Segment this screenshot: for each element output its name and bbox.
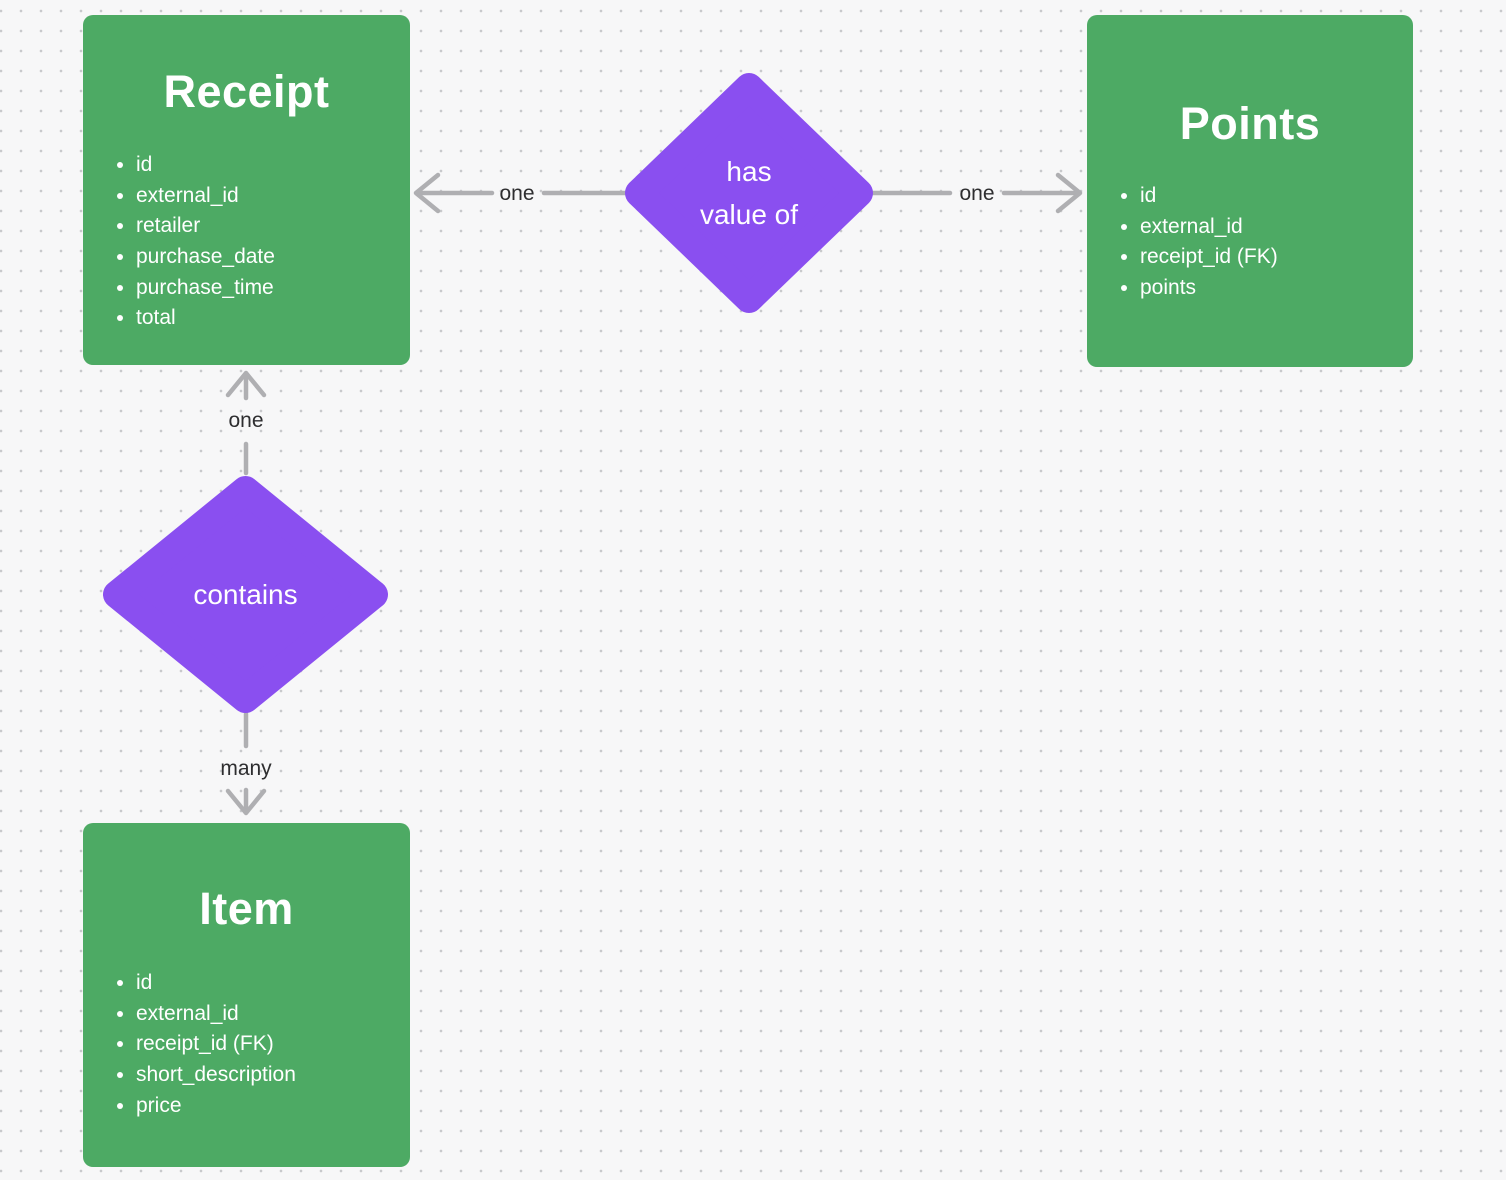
cardinality-label-left: one <box>499 182 535 205</box>
attribute-item: external_id <box>83 999 410 1030</box>
attribute-label: id <box>136 971 153 995</box>
relationship-label-line: value of <box>699 199 799 230</box>
attribute-label: external_id <box>136 183 239 207</box>
attribute-label: total <box>136 306 176 330</box>
diamond-shape <box>103 476 388 713</box>
attribute-item: receipt_id (FK) <box>83 1029 410 1060</box>
bullet-icon <box>1121 285 1127 292</box>
connector-contains-to-item <box>225 711 267 816</box>
bullet-icon <box>117 980 123 987</box>
relationship-label: has value of <box>625 73 873 313</box>
connector-contains-to-receipt <box>225 370 267 476</box>
entity-points[interactable]: Points id external_id receipt_id (FK) <box>1087 15 1413 367</box>
entity-title: Points <box>1179 98 1321 149</box>
entity-item[interactable]: Item id external_id receipt_id (FK) <box>83 823 410 1167</box>
attribute-list: id external_id receipt_id (FK) short_des… <box>83 968 410 1121</box>
cardinality-label-top: one <box>228 409 264 432</box>
bullet-icon <box>1121 223 1127 230</box>
attribute-item: price <box>83 1090 410 1121</box>
attribute-label: purchase_date <box>136 245 275 269</box>
entity-receipt[interactable]: Receipt id external_id retailer <box>83 15 410 365</box>
attribute-item: id <box>1087 181 1413 212</box>
attribute-item: external_id <box>1087 212 1413 243</box>
bullet-icon <box>117 1102 123 1109</box>
attribute-item: retailer <box>83 211 410 242</box>
attribute-label: id <box>1140 184 1157 208</box>
bullet-icon <box>1121 193 1127 200</box>
diamond-shape <box>625 73 873 313</box>
attribute-item: external_id <box>83 181 410 212</box>
attribute-item: short_description <box>83 1060 410 1091</box>
relationship-label-line: has <box>726 156 772 187</box>
entity-title: Receipt <box>163 66 330 117</box>
arrowhead-down-icon <box>225 788 267 816</box>
attribute-item: purchase_date <box>83 242 410 273</box>
bullet-icon <box>117 254 123 261</box>
relationship-contains[interactable]: contains <box>103 476 388 713</box>
attribute-label: purchase_time <box>136 275 274 299</box>
bullet-icon <box>117 192 123 199</box>
bullet-icon <box>117 315 123 322</box>
attribute-label: receipt_id (FK) <box>1140 245 1278 269</box>
connector-hasvalueof-to-receipt <box>413 172 629 214</box>
bullet-icon <box>117 1010 123 1017</box>
attribute-item: id <box>83 968 410 999</box>
attribute-label: retailer <box>136 214 201 238</box>
arrowhead-right-icon <box>1055 172 1083 214</box>
attribute-label: points <box>1140 276 1197 300</box>
connector-hasvalueof-to-points <box>869 172 1083 214</box>
bullet-icon <box>117 1072 123 1079</box>
attribute-label: external_id <box>1140 214 1243 238</box>
bullet-icon <box>1121 254 1127 261</box>
attribute-label: price <box>136 1093 182 1117</box>
attribute-label: receipt_id (FK) <box>136 1032 274 1056</box>
bullet-icon <box>117 162 123 169</box>
attribute-item: total <box>83 303 410 334</box>
bullet-icon <box>117 1041 123 1048</box>
attribute-list: id external_id retailer purchase_date <box>83 150 410 334</box>
cardinality-label-right: one <box>959 182 995 205</box>
attribute-item: receipt_id (FK) <box>1087 242 1413 273</box>
bullet-icon <box>117 284 123 291</box>
cardinality-label-bottom: many <box>220 757 272 780</box>
entity-title: Item <box>199 883 294 934</box>
bullet-icon <box>117 223 123 230</box>
relationship-label: contains <box>103 476 388 713</box>
attribute-label: short_description <box>136 1063 296 1087</box>
relationship-label-line: contains <box>193 579 298 610</box>
attribute-item: points <box>1087 273 1413 304</box>
relationship-has-value-of[interactable]: has value of <box>625 73 873 313</box>
attribute-label: id <box>136 153 153 177</box>
attribute-item: id <box>83 150 410 181</box>
attribute-item: purchase_time <box>83 272 410 303</box>
attribute-label: external_id <box>136 1001 239 1025</box>
attribute-list: id external_id receipt_id (FK) points <box>1087 181 1413 303</box>
